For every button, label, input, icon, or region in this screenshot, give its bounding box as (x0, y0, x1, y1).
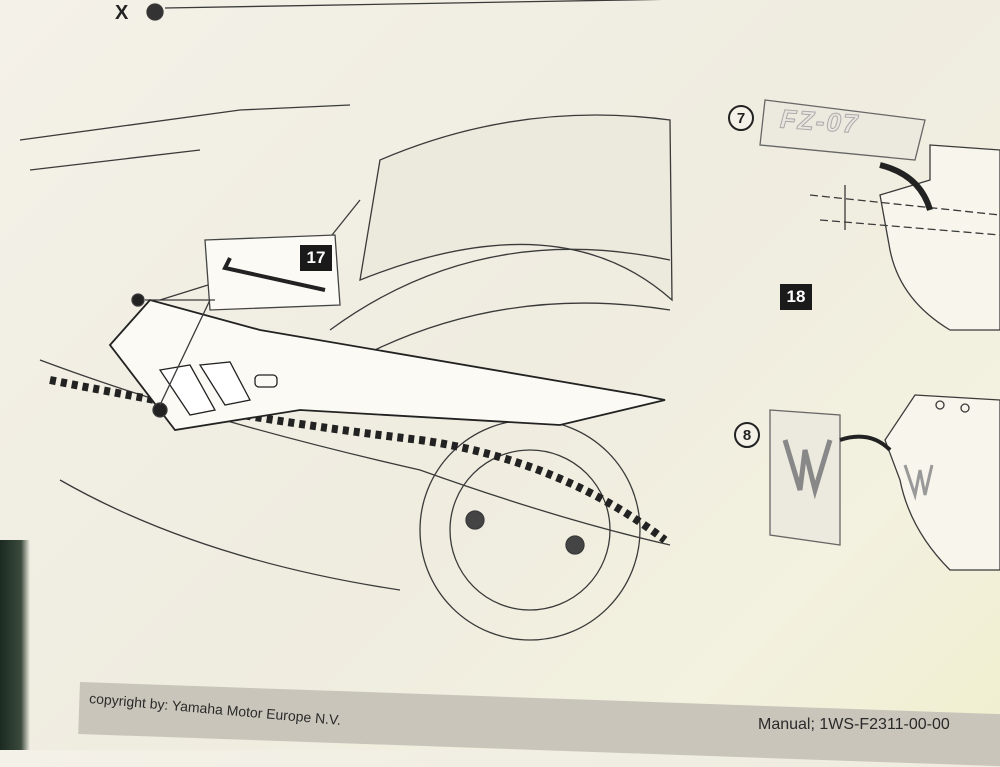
mt-logo-decal (769, 409, 841, 546)
step-17-label: 17 (300, 245, 332, 271)
background-edge (0, 540, 30, 750)
bracket-18 (879, 144, 1000, 331)
tire (359, 114, 673, 302)
x-marker: X (115, 2, 129, 24)
manual-number: Manual; 1WS-F2311-00-00 (758, 716, 950, 733)
screw-icon (146, 3, 164, 21)
fz07-decal (759, 99, 926, 161)
bracket-8 (884, 394, 1000, 571)
chain-guard-illustration (19, 0, 1000, 641)
step-18-label: 18 (780, 284, 812, 310)
part-7-label: 7 (728, 105, 754, 131)
part-8-label: 8 (734, 422, 760, 448)
